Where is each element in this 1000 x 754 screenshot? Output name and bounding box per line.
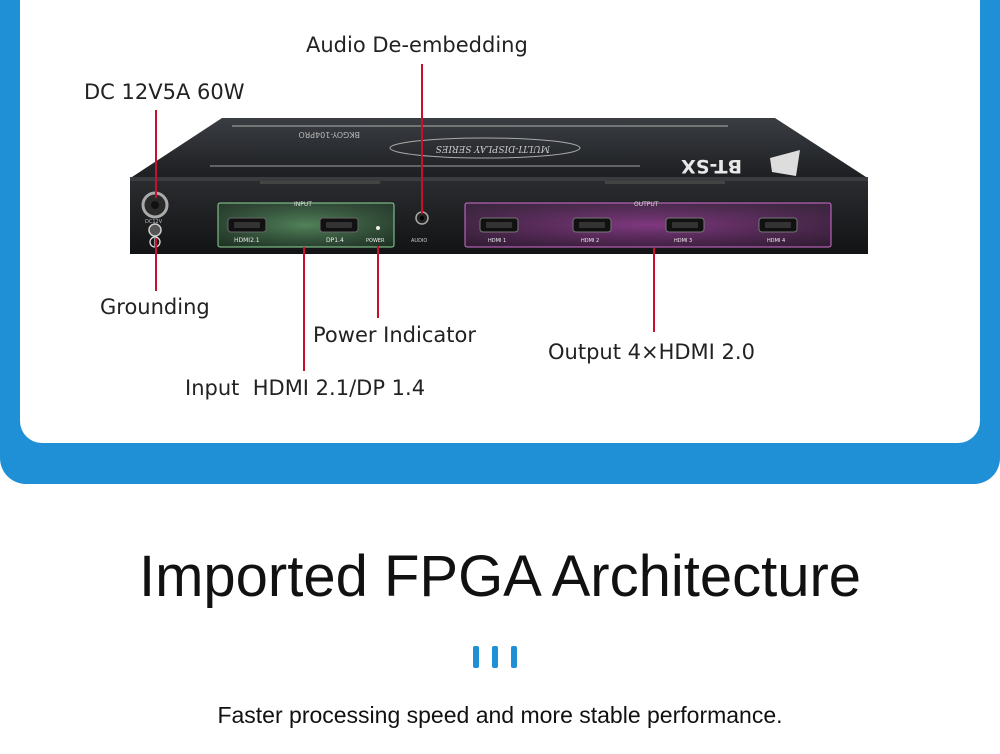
callout-grounding: Grounding [100,295,210,319]
hdmi-out-2-label: HDMI 2 [581,238,599,244]
leader-grounding [155,238,157,291]
grounding-screw [148,223,162,237]
output-panel [464,202,832,248]
section-subline: Faster processing speed and more stable … [217,702,783,728]
leader-power [377,246,379,318]
output-panel-label: OUTPUT [634,201,659,208]
input-panel-label: INPUT [294,201,312,208]
leader-input [303,247,305,371]
dc-label: DC12V [145,219,163,225]
input-panel [217,202,395,248]
callout-output: Output 4×HDMI 2.0 [548,340,755,364]
device-model-text: BKGOY-104PRO [298,130,360,139]
callout-audio: Audio De-embedding [306,33,528,57]
accent-bar [511,646,517,668]
leader-dc [155,110,157,198]
device-brand-logo: BT-SX [681,155,742,177]
section-headline: Imported FPGA Architecture [138,544,862,609]
device-illustration: BKGOY-104PRO MULTI-DISPLAY SERIES BT-SX … [130,118,868,254]
hdmi-in-label: HDMI2.1 [234,237,260,244]
leader-audio [421,64,423,214]
hdmi-out-4-label: HDMI 4 [767,238,785,244]
dp-in-label: DP1.4 [326,237,344,244]
audio-label: AUDIO [411,238,427,244]
accent-bar [473,646,479,668]
hdmi-out-3-label: HDMI 3 [674,238,692,244]
accent-bar [492,646,498,668]
callout-input: Input HDMI 2.1/DP 1.4 [185,376,426,400]
hdmi-out-1-label: HDMI 1 [488,238,506,244]
power-led [376,226,380,230]
device-series-text: MULTI-DISPLAY SERIES [436,143,551,153]
power-label: POWER [366,238,385,244]
leader-output [653,248,655,332]
callout-power: Power Indicator [313,323,476,347]
callout-dc: DC 12V5A 60W [84,80,245,104]
device-top [132,118,866,177]
accent-bars [473,646,517,668]
